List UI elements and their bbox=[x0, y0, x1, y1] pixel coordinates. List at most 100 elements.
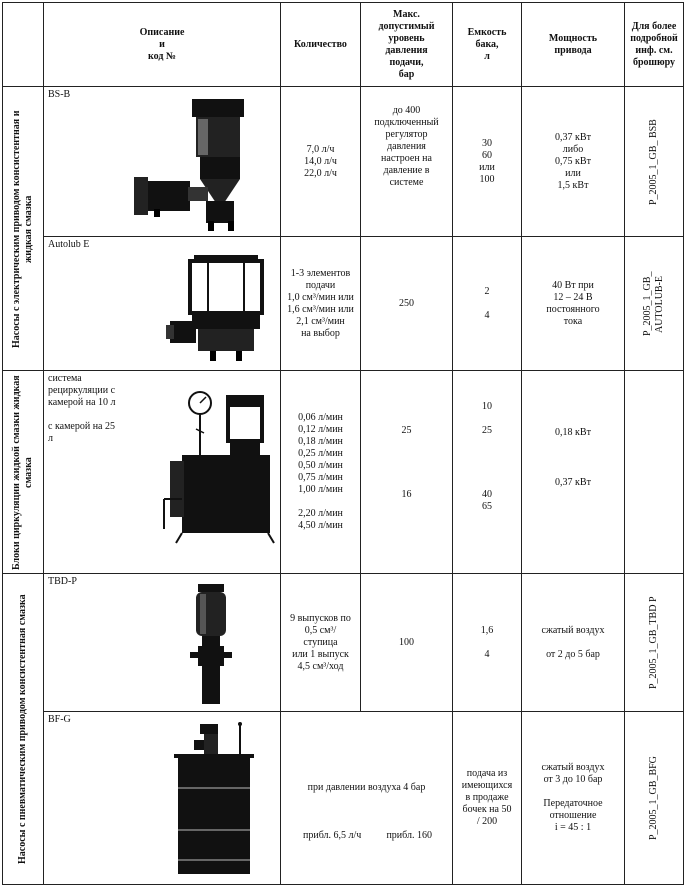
header-line: Макс. bbox=[393, 8, 420, 20]
header-line: Описание bbox=[139, 26, 185, 38]
power-line: i = 45 : 1 bbox=[554, 822, 592, 833]
tank-value: 10 bbox=[482, 401, 492, 412]
qty-line: 1,6 см³/мин или bbox=[287, 303, 354, 315]
qty-line: 4,50 л/мин bbox=[298, 520, 343, 531]
code-recirc bbox=[624, 370, 684, 574]
power-line: либо bbox=[562, 143, 584, 155]
power-line: 1,5 кВт bbox=[557, 179, 589, 191]
tank-line: бочек на 50 bbox=[462, 804, 512, 815]
tank-value: 40 bbox=[482, 489, 492, 500]
tank-line: подача из bbox=[466, 768, 508, 779]
desc-recirc: система рециркуляции с камерой на 10 л с… bbox=[43, 370, 281, 574]
pressure-line: давление в bbox=[383, 165, 430, 176]
tank-recirc: 10 25 40 65 bbox=[452, 370, 522, 574]
row-autolub: Autolub E 1-3 элементов подачи 1,0 см³/м… bbox=[3, 236, 684, 371]
bfg-drum-pump-image bbox=[174, 722, 254, 874]
tank-line: или bbox=[479, 161, 495, 173]
group-label: Насосы с пневматическим приводом консист… bbox=[17, 594, 28, 864]
product-name: Autolub E bbox=[48, 239, 90, 250]
product-name: камерой на 10 л bbox=[48, 397, 116, 408]
autolub-pump-image bbox=[166, 255, 264, 361]
qty-line: 1-3 элементов bbox=[290, 267, 351, 279]
header-blank bbox=[2, 2, 44, 87]
product-name: BF-G bbox=[48, 714, 71, 725]
power-value: 0,37 кВт bbox=[555, 477, 591, 488]
header-line: код № bbox=[148, 50, 176, 62]
desc-tbdp: TBD-P bbox=[43, 573, 281, 712]
qty-line: или 1 выпуск bbox=[292, 648, 349, 660]
group-circulation: Блоки циркуляции жидкой смазки жидкая см… bbox=[2, 370, 44, 574]
header-line: Для более bbox=[631, 20, 677, 32]
qty-line: 4,5 см³/ход bbox=[297, 660, 344, 672]
power-bfg: сжатый воздух от 3 до 10 бар Передаточно… bbox=[521, 711, 625, 885]
qty-autolub: 1-3 элементов подачи 1,0 см³/мин или 1,6… bbox=[280, 236, 361, 371]
desc-bsb: BS-B bbox=[43, 86, 281, 237]
bfg-merged-cell: при давлении воздуха 4 бар прибл. 6,5 л/… bbox=[280, 711, 453, 885]
tbdp-pump-image bbox=[190, 584, 232, 704]
pressure-autolub: 250 bbox=[360, 236, 453, 371]
header-line: Мощность bbox=[548, 32, 598, 44]
header-line: л bbox=[484, 50, 490, 62]
tank-gap bbox=[453, 298, 521, 310]
tank-tbdp: 1,6 4 bbox=[452, 573, 522, 712]
header-quantity: Количество bbox=[280, 2, 361, 87]
qty-line: подачи bbox=[305, 279, 336, 291]
pressure-line: настроен на bbox=[381, 153, 432, 164]
code-autolub: P_2005_1_GB_ AUTOLUB-E bbox=[624, 236, 684, 371]
bsb-pump-image bbox=[134, 99, 244, 231]
header-info: Для более подробной инф. см. брошюру bbox=[624, 2, 684, 87]
desc-bfg: BF-G bbox=[43, 711, 281, 885]
tank-bsb: 30 60 или 100 bbox=[452, 86, 522, 237]
header-line: Емкость bbox=[467, 26, 507, 38]
header-line: инф. см. bbox=[635, 44, 673, 56]
tank-line: 4 bbox=[484, 648, 490, 660]
header-line: подачи, bbox=[389, 56, 424, 68]
power-line: сжатый воздух bbox=[541, 624, 605, 636]
qty-line: 0,06 л/мин bbox=[298, 412, 343, 423]
header-line: давления bbox=[385, 44, 428, 56]
code-tbdp: P_2005_1_GB_TBD P bbox=[624, 573, 684, 712]
product-name: BS-B bbox=[48, 89, 71, 100]
qty-line: 0,75 л/мин bbox=[298, 472, 343, 483]
qty-line: 14,0 л/ч bbox=[304, 155, 337, 167]
qty-line: 1,00 л/мин bbox=[298, 484, 343, 495]
row-tbdp: Насосы с пневматическим приводом консист… bbox=[2, 573, 684, 885]
brochure-code: P_2005_1_GB_TBD P bbox=[648, 596, 659, 689]
qty-recirc: 0,06 л/мин 0,12 л/мин 0,18 л/мин 0,25 л/… bbox=[280, 370, 361, 574]
power-gap bbox=[522, 786, 624, 798]
header-pressure: Макс. допустимый уровень давления подачи… bbox=[360, 2, 453, 87]
power-value: 0,18 кВт bbox=[555, 427, 591, 438]
qty-bsb: 7,0 л/ч 14,0 л/ч 22,0 л/ч bbox=[280, 86, 361, 237]
pressure-value: 16 bbox=[401, 489, 412, 500]
tank-line: 2 bbox=[484, 285, 490, 297]
power-line: 0,75 кВт bbox=[555, 155, 591, 167]
header-power: Мощность привода bbox=[521, 2, 625, 87]
power-line: сжатый воздух bbox=[541, 762, 605, 773]
tank-line: в продаже bbox=[465, 792, 509, 803]
header-line: уровень bbox=[388, 32, 425, 44]
pressure-line: регулятор bbox=[385, 129, 428, 140]
tank-gap bbox=[453, 637, 521, 649]
row-bfg: BF-G при давлении воздуха 4 бар прибл. 6… bbox=[3, 711, 684, 885]
product-name: л bbox=[48, 433, 53, 444]
group-label: Блоки циркуляции жидкой смазки жидкая см… bbox=[11, 374, 34, 570]
product-name: с камерой на 25 bbox=[48, 421, 115, 432]
qty-value: прибл. 6,5 л/ч bbox=[303, 830, 362, 841]
qty-line: 0,18 л/мин bbox=[298, 436, 343, 447]
power-gap bbox=[522, 637, 624, 649]
pressure-bsb: до 400 подключенный регулятор давления н… bbox=[360, 86, 453, 237]
power-line: 0,37 кВт bbox=[555, 131, 591, 143]
pressure-line: системе bbox=[389, 177, 424, 188]
tank-autolub: 2 4 bbox=[452, 236, 522, 371]
header-line: привода bbox=[554, 44, 592, 56]
tank-line: / 200 bbox=[476, 816, 498, 827]
power-line: или bbox=[565, 167, 581, 179]
power-recirc: 0,18 кВт 0,37 кВт bbox=[521, 370, 625, 574]
pressure-line: подключенный bbox=[374, 117, 439, 128]
tank-line: 1,6 bbox=[480, 624, 494, 636]
qty-line: 1,0 см³/мин или bbox=[287, 291, 354, 303]
pressure-recirc: 25 16 bbox=[360, 370, 453, 574]
product-name: система bbox=[48, 373, 82, 384]
header-line: и bbox=[159, 38, 165, 50]
power-line: 12 – 24 В bbox=[553, 291, 593, 303]
